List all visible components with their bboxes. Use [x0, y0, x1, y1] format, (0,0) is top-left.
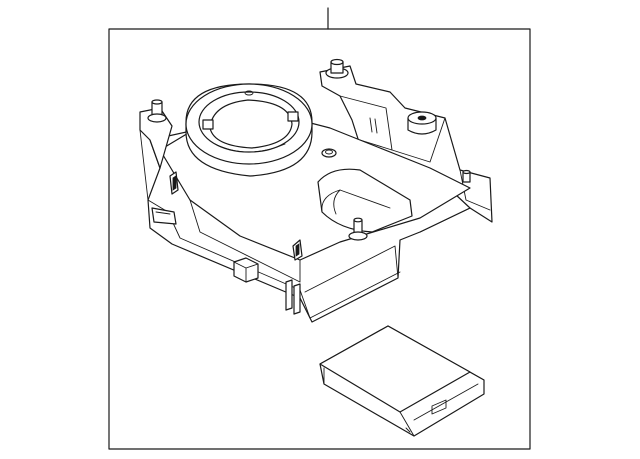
mounting-stud-left: [147, 99, 167, 123]
side-clip-slot-left: [169, 171, 179, 195]
diagram-frame: [108, 28, 531, 450]
wiring-connector-icon: [233, 257, 259, 283]
console-housing-icon: [139, 58, 493, 323]
front-locating-tabs: [285, 279, 301, 315]
cup-holder-recess: [317, 168, 413, 233]
lower-tab-left: [151, 207, 177, 225]
side-clip-slot-right: [292, 239, 303, 261]
tray-insert-icon: [319, 325, 485, 437]
mounting-boss-right: [407, 111, 437, 135]
mounting-stud-front: [348, 217, 368, 241]
mounting-stud-right: [462, 169, 471, 183]
shifter-bezel-ring: [185, 83, 313, 177]
mounting-stud-top-right: [325, 58, 349, 79]
deck-grommet: [321, 148, 337, 158]
